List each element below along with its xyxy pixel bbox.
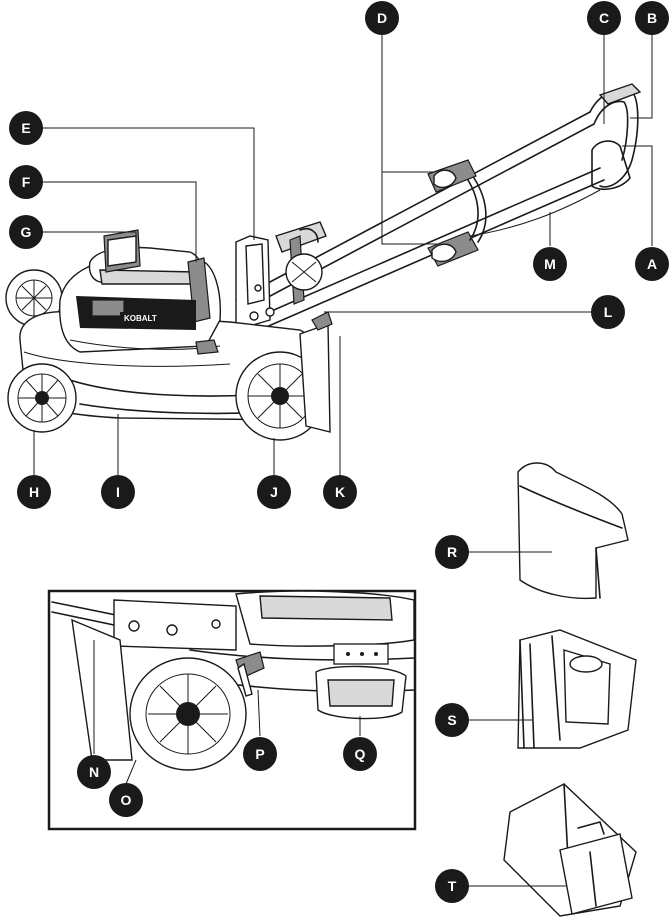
callout-e: E: [9, 111, 43, 145]
svg-text:T: T: [448, 878, 457, 894]
svg-text:A: A: [647, 256, 657, 272]
svg-text:R: R: [447, 544, 457, 560]
detail-inset: [47, 589, 417, 831]
callout-l: L: [591, 295, 625, 329]
side-discharge-chute: [517, 629, 637, 749]
svg-text:G: G: [21, 224, 32, 240]
callout-d: D: [365, 1, 399, 35]
mulch-plug: [517, 462, 629, 600]
callouts: A B C D E F G H I J K L M N O P Q R S T: [9, 1, 669, 903]
svg-text:I: I: [116, 484, 120, 500]
svg-text:H: H: [29, 484, 39, 500]
handle-assembly: [227, 83, 642, 343]
callout-i: I: [101, 475, 135, 509]
callout-a: A: [635, 247, 669, 281]
callout-o: O: [109, 783, 143, 817]
callout-r: R: [435, 535, 469, 569]
battery-brand-label: KOBALT: [124, 314, 157, 323]
svg-text:Q: Q: [355, 746, 366, 762]
callout-h: H: [17, 475, 51, 509]
callout-s: S: [435, 703, 469, 737]
leader-lines: [33, 32, 653, 887]
svg-text:J: J: [270, 484, 278, 500]
svg-text:P: P: [255, 746, 264, 762]
svg-text:N: N: [89, 764, 99, 780]
svg-text:O: O: [121, 792, 132, 808]
callout-q: Q: [343, 737, 377, 771]
callout-b: B: [635, 1, 669, 35]
svg-text:K: K: [335, 484, 345, 500]
mower-body: KOBALT: [5, 229, 333, 441]
svg-text:F: F: [22, 174, 31, 190]
svg-text:C: C: [599, 10, 609, 26]
callout-p: P: [243, 737, 277, 771]
svg-text:S: S: [447, 712, 456, 728]
callout-c: C: [587, 1, 621, 35]
callout-k: K: [323, 475, 357, 509]
callout-n: N: [77, 755, 111, 789]
svg-text:E: E: [21, 120, 30, 136]
callout-m: M: [533, 247, 567, 281]
callout-f: F: [9, 165, 43, 199]
svg-text:M: M: [544, 256, 556, 272]
svg-text:D: D: [377, 10, 387, 26]
svg-text:L: L: [604, 304, 613, 320]
grass-bag: [503, 783, 637, 917]
callout-g: G: [9, 215, 43, 249]
callout-t: T: [435, 869, 469, 903]
callout-j: J: [257, 475, 291, 509]
svg-text:B: B: [647, 10, 657, 26]
